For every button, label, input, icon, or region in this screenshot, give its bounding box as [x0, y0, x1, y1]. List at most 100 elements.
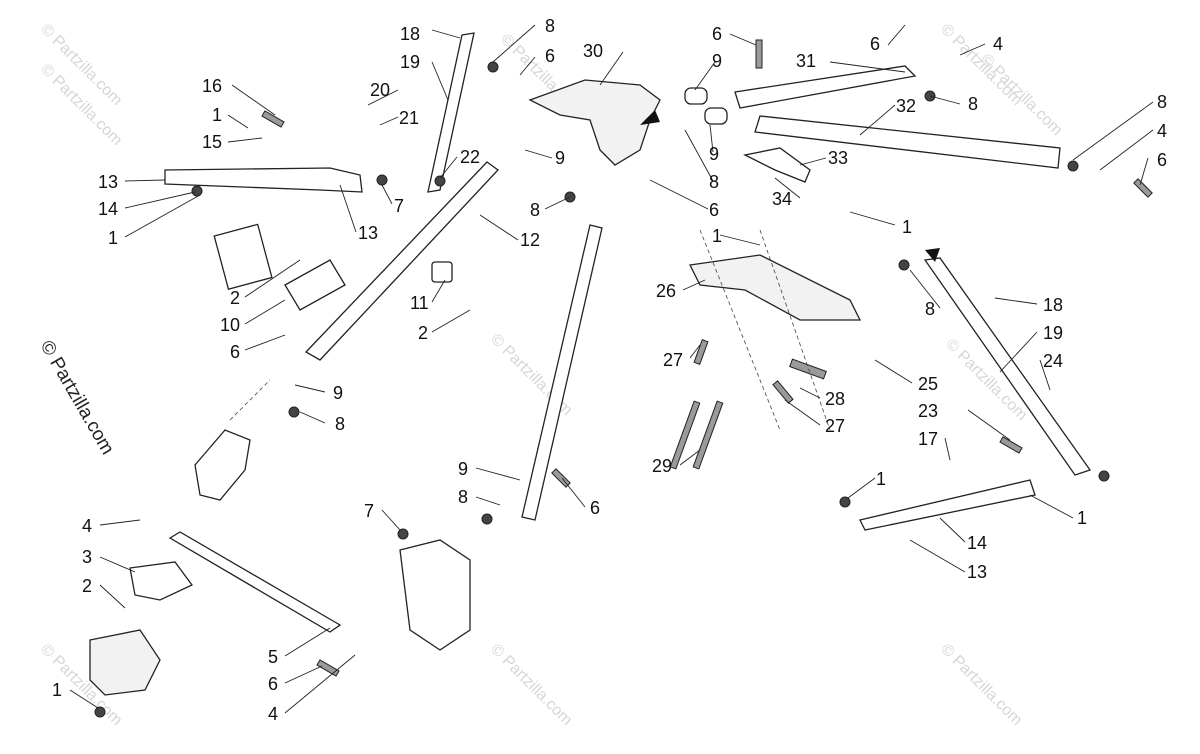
- callout-label: 6: [870, 34, 880, 54]
- callout-label: 19: [400, 52, 420, 72]
- nut-8: [487, 61, 499, 73]
- callout-label: 6: [590, 498, 600, 518]
- leader-line: [381, 509, 401, 531]
- connector-11: [431, 261, 453, 283]
- callout-label: 6: [712, 24, 722, 44]
- leader-line: [874, 359, 913, 384]
- callout-label: 19: [1043, 323, 1063, 343]
- callout-label: 1: [902, 217, 912, 237]
- callout-label: 6: [1157, 150, 1167, 170]
- leader-line: [719, 234, 761, 246]
- tube-32: [754, 115, 1061, 169]
- pin-28: [789, 358, 827, 380]
- leader-line: [367, 89, 399, 106]
- relay-block: [213, 223, 273, 290]
- leader-line: [682, 279, 706, 291]
- leader-line: [124, 194, 201, 238]
- leader-line: [1039, 359, 1051, 391]
- callout-label: 33: [828, 148, 848, 168]
- callout-label: 2: [230, 288, 240, 308]
- callout-label: 9: [458, 459, 468, 479]
- actuator-motor: [89, 629, 161, 696]
- leader-line: [784, 399, 821, 426]
- mount-casting-center: [399, 539, 471, 651]
- callout-label: 18: [1043, 295, 1063, 315]
- leader-line: [994, 297, 1038, 305]
- callout-label: 14: [98, 199, 118, 219]
- leader-line: [999, 331, 1038, 373]
- leader-line: [887, 24, 906, 46]
- callout-label: 8: [968, 94, 978, 114]
- callout-label: 8: [530, 200, 540, 220]
- callout-label: 16: [202, 76, 222, 96]
- leader-line: [431, 61, 449, 101]
- nut-14: [191, 185, 203, 197]
- callout-label: 3: [82, 547, 92, 567]
- leader-line: [1072, 101, 1154, 161]
- leader-line: [227, 114, 249, 129]
- callout-label: 26: [656, 281, 676, 301]
- mount-casting-left: [194, 429, 251, 501]
- dashed-guide: [229, 379, 271, 421]
- watermark-layer: © Partzilla.com © Partzilla.com © Partzi…: [37, 21, 1065, 729]
- nut-1: [839, 496, 851, 508]
- callout-label: 1: [108, 228, 118, 248]
- leader-line: [774, 177, 801, 199]
- callout-label: 13: [98, 172, 118, 192]
- bolt-29: [692, 400, 724, 470]
- nut-1: [1098, 470, 1110, 482]
- callout-label: 22: [460, 147, 480, 167]
- leader-line: [599, 51, 624, 86]
- callout-label: 9: [709, 144, 719, 164]
- leader-line: [799, 387, 821, 399]
- leader-line: [379, 116, 399, 126]
- nut-8: [288, 406, 300, 418]
- leader-line: [1029, 494, 1074, 519]
- upper-casting: [528, 79, 661, 166]
- cap-9: [684, 87, 708, 105]
- bolt-23: [999, 436, 1023, 454]
- callout-label: 8: [335, 414, 345, 434]
- callout-label: 4: [82, 516, 92, 536]
- support-bar-upper: [427, 32, 475, 193]
- leader-line: [561, 477, 586, 508]
- callout-label: 9: [712, 51, 722, 71]
- leader-line: [709, 124, 714, 153]
- callout-label: 30: [583, 41, 603, 61]
- leader-line: [689, 344, 701, 359]
- bracket-bar-14: [859, 479, 1036, 531]
- leader-line: [284, 665, 323, 684]
- callout-label: 10: [220, 315, 240, 335]
- leader-line: [439, 156, 458, 179]
- leader-line: [431, 279, 446, 303]
- callout-label: 27: [663, 350, 683, 370]
- dashed-guide: [699, 229, 781, 431]
- leader-line: [849, 211, 896, 226]
- callout-label: 1: [52, 680, 62, 700]
- callout-label: 2: [82, 576, 92, 596]
- tube-middle: [521, 224, 603, 521]
- main-watermark: © Partzilla.com: [36, 337, 118, 458]
- bolt-16: [261, 110, 285, 128]
- leader-line: [99, 584, 126, 609]
- callout-label: 17: [918, 429, 938, 449]
- leader-line: [959, 43, 986, 56]
- leader-line: [69, 689, 99, 709]
- relay-bracket-10: [284, 259, 346, 311]
- bracket-3: [129, 561, 193, 601]
- bolt-27: [772, 380, 794, 404]
- leader-line: [679, 449, 701, 466]
- callout-label: 14: [967, 533, 987, 553]
- leader-line: [479, 214, 519, 241]
- leader-line: [799, 157, 827, 166]
- nut-8: [1067, 160, 1079, 172]
- leader-line: [124, 191, 196, 209]
- callout-label: 13: [358, 223, 378, 243]
- leader-line: [475, 467, 521, 481]
- parts-layer: [89, 32, 1153, 718]
- leader-line: [284, 627, 331, 657]
- watermark: © Partzilla.com: [487, 641, 575, 729]
- bolt-27: [693, 339, 709, 365]
